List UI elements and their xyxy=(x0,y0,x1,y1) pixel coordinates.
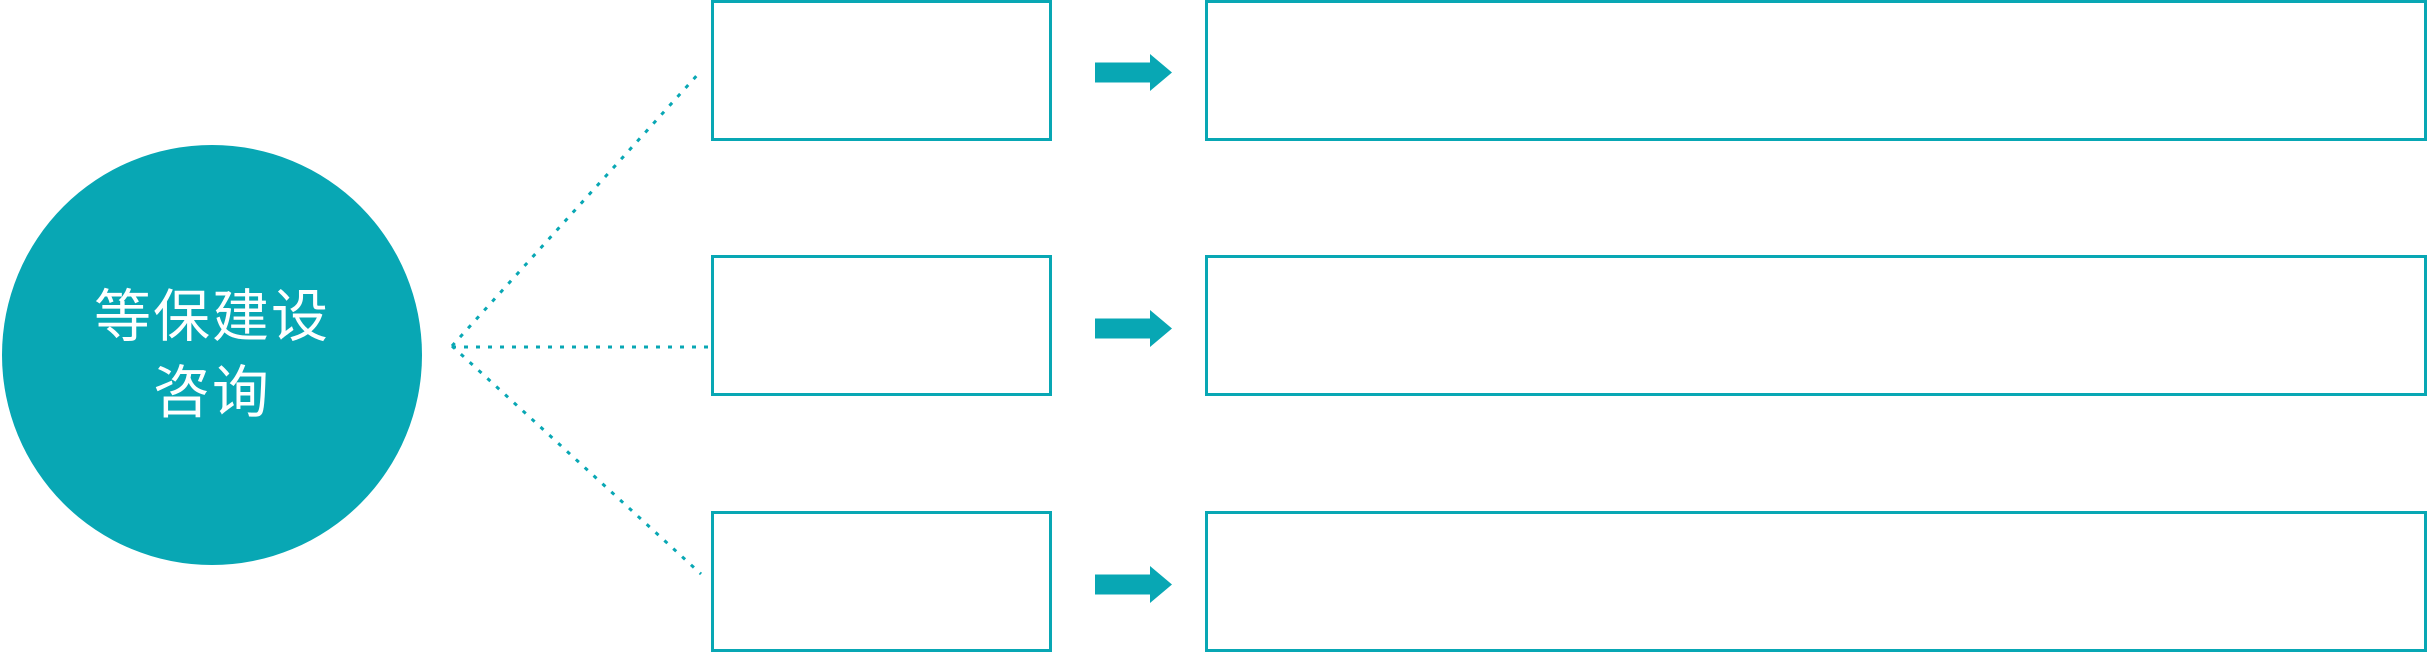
category-box-3 xyxy=(711,511,1052,652)
topic-line-1: 等保建设 xyxy=(94,285,330,349)
dotted-connector-bottom xyxy=(450,344,703,576)
detail-box-3 xyxy=(1205,511,2427,652)
arrow-right-icon-3 xyxy=(1095,566,1172,603)
topic-line-2: 咨询 xyxy=(153,361,271,425)
dotted-connector-top xyxy=(450,70,702,348)
category-box-2 xyxy=(711,255,1052,396)
detail-box-1 xyxy=(1205,0,2427,141)
detail-box-2 xyxy=(1205,255,2427,396)
topic-circle: 等保建设 咨询 xyxy=(2,145,422,565)
category-box-1 xyxy=(711,0,1052,141)
arrow-right-icon-2 xyxy=(1095,310,1172,347)
arrow-right-icon-1 xyxy=(1095,54,1172,91)
